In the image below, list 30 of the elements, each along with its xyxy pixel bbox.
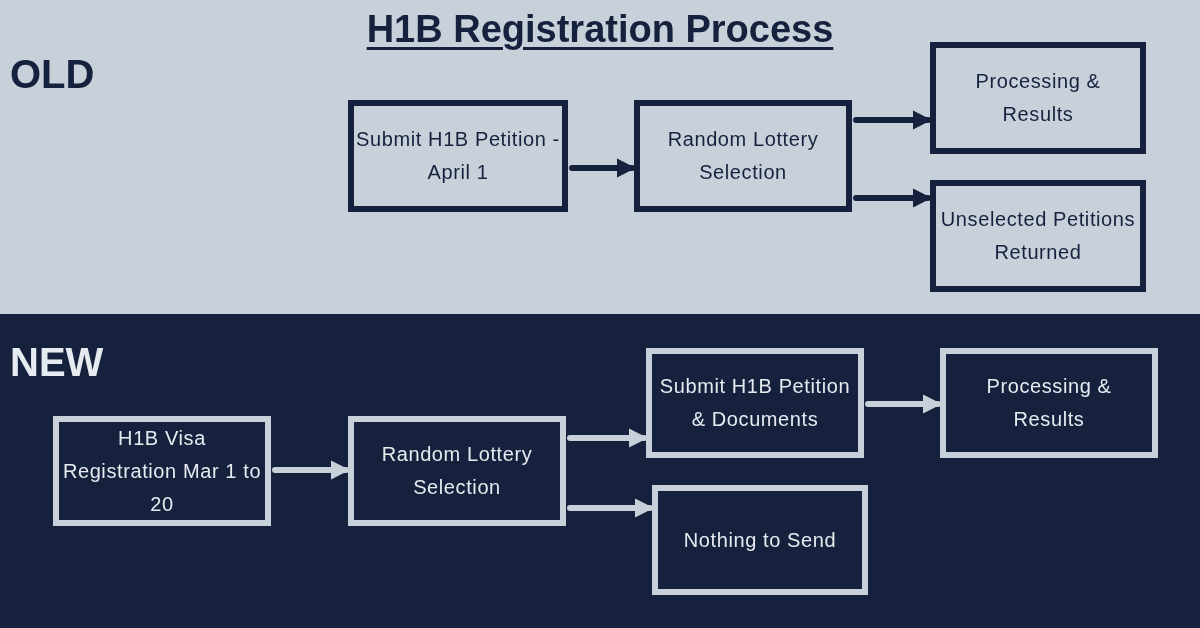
arrow [272, 460, 350, 480]
box-label: H1B Visa Registration Mar 1 to 20 [61, 425, 263, 517]
process-box [930, 42, 1146, 154]
process-box [348, 100, 568, 212]
box-label: Random Lottery Selection [666, 127, 820, 185]
arrow [853, 110, 932, 130]
box-label: Nothing to Send [683, 527, 837, 553]
box-label: Submit H1B Petition - April 1 [356, 127, 560, 185]
arrow [567, 428, 648, 448]
arrow [567, 498, 654, 518]
box-label: Processing & Results [974, 69, 1102, 127]
process-box [348, 416, 566, 526]
box-label: Processing & Results [985, 374, 1113, 432]
title: H1B Registration Process [366, 8, 834, 50]
process-box [53, 416, 271, 526]
arrow [569, 158, 636, 178]
section-heading: NEW [10, 340, 104, 385]
process-box [940, 348, 1158, 458]
arrow [853, 188, 932, 208]
section-heading: OLD [10, 52, 95, 97]
process-box [652, 485, 868, 595]
process-box [634, 100, 852, 212]
section-band [0, 0, 1200, 314]
arrow [865, 394, 942, 414]
process-box [930, 180, 1146, 292]
section-band [0, 314, 1200, 628]
box-label: Submit H1B Petition & Documents [658, 374, 852, 432]
box-label: Unselected Petitions Returned [939, 207, 1137, 265]
box-label: Random Lottery Selection [380, 442, 534, 500]
process-box [646, 348, 864, 458]
